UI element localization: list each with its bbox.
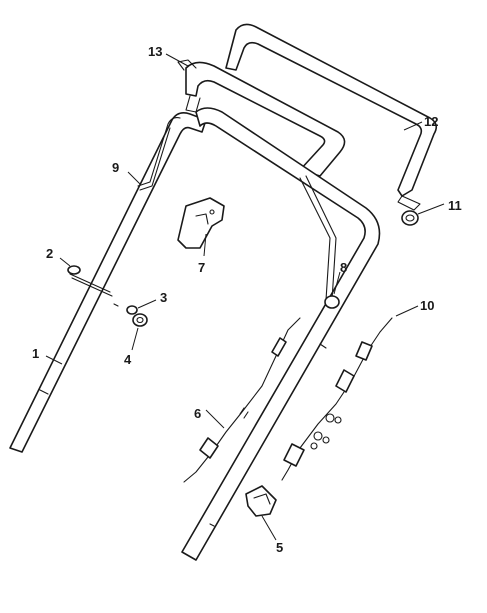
callout-11: 11 <box>448 198 462 213</box>
part-13-handle-bar <box>177 59 346 177</box>
part-12-upper-handle <box>225 23 438 211</box>
part-3-washer <box>126 305 138 315</box>
part-5-clip <box>245 485 277 517</box>
callout-5: 5 <box>276 540 283 555</box>
part-9-side-rod <box>137 117 181 191</box>
leader-lines <box>45 53 445 541</box>
callout-10: 10 <box>420 298 434 313</box>
callout-3: 3 <box>160 290 167 305</box>
part-11-knob <box>401 210 419 226</box>
callout-1: 1 <box>32 346 39 361</box>
part-4-knob <box>132 313 148 327</box>
part-6-cable <box>183 317 301 483</box>
part-1-lower-handle <box>9 107 381 561</box>
callout-2: 2 <box>46 246 53 261</box>
part-2-hook-bolt <box>67 265 113 297</box>
callout-6: 6 <box>194 406 201 421</box>
part-7-bracket <box>177 197 225 249</box>
callout-8: 8 <box>340 260 347 275</box>
callout-12: 12 <box>424 114 438 129</box>
callout-7: 7 <box>198 260 205 275</box>
callout-13: 13 <box>148 44 162 59</box>
part-8-side-rod <box>299 175 340 309</box>
callout-4: 4 <box>124 352 132 367</box>
part-10-cable <box>281 317 393 481</box>
callout-9: 9 <box>112 160 119 175</box>
